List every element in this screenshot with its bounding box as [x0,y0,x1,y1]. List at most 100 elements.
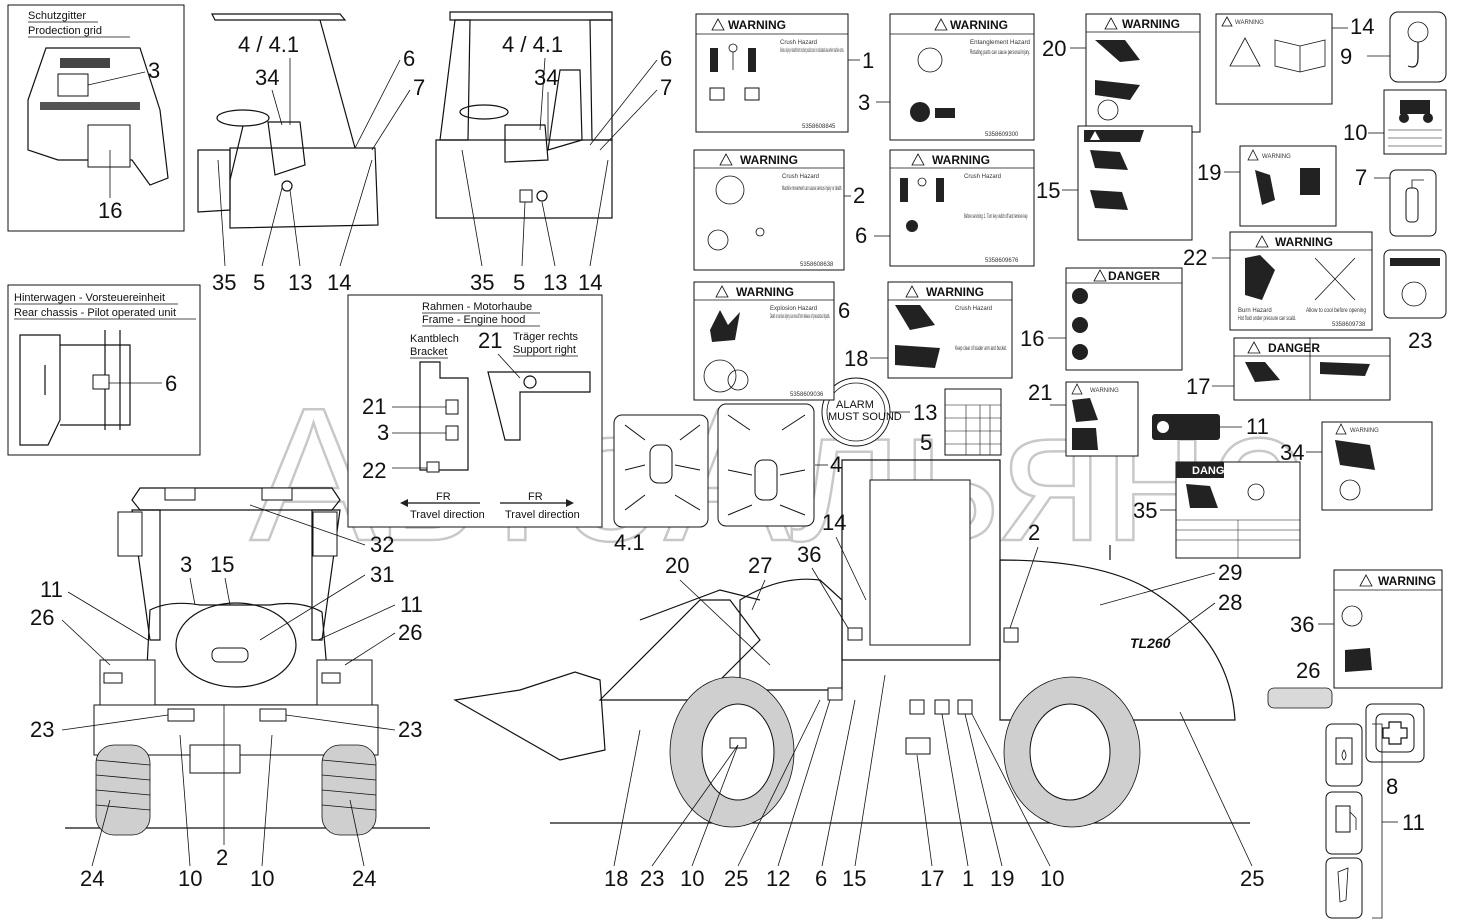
callout-10-front-left: 10 [178,866,202,891]
decal-16: 15 [1036,125,1193,241]
decal-6-body: Before servicing: 1. Turn key switch off… [964,214,1028,220]
callout-31: 31 [370,562,394,587]
callout-28: 28 [1218,590,1242,615]
callout-2: 2 [853,183,865,208]
decal-20: WARNING 19 [1197,145,1337,227]
callout-35-right: 35 [470,270,494,295]
callout-15: 14 [1350,14,1374,39]
decal-1-code: 5358608845 [802,124,836,130]
decal-23-body-2: Allow to cool before opening [1306,308,1366,314]
callout-22-frame: 21 [478,328,502,353]
callout-25-front-left: 24 [80,866,104,891]
callout-27-front-left: 26 [30,605,54,630]
panel-title-en: Prodection grid [28,25,102,37]
callout-18: 17 [1186,374,1210,399]
callout-14-right: 13 [543,270,567,295]
decal-24: 23 [1383,249,1447,353]
callout-4: 4 [830,452,842,477]
callout-21-decal: 20 [1042,36,1066,61]
support-label-de: Träger rechts [513,331,579,343]
decal-22: WARNING 21 [1028,380,1139,457]
decal-18: DANGER 17 [1186,337,1391,401]
callout-7-rear: 6 [165,371,177,396]
decal-35-header: DANGER [1192,465,1240,477]
callout-3: 3 [858,90,870,115]
decal-1-header: WARNING [728,18,786,32]
decal-19-header: WARNING [926,285,984,299]
decal-2-header: WARNING [740,153,798,167]
callout-34: 34 [1280,440,1304,465]
decal-23-body: Hot fluid under pressure can scald. [1238,316,1296,322]
callout-16-front: 15 [210,552,234,577]
callout-3-front: 3 [180,552,192,577]
support-label-en: Support right [513,344,576,356]
callout-24: 23 [1408,328,1432,353]
decal-23-header: WARNING [1275,235,1333,249]
cab-side-view-left: 4 / 4.1 34 6 7 35 5 13 14 [197,13,425,295]
callout-8-left: 6 [403,46,415,71]
decal-14: ALARM MUST SOUND 13 [821,377,937,447]
decal-6-title: Crush Hazard [964,174,1001,180]
callout-1-side: 1 [962,866,974,891]
callout-12-side: 12 [766,866,790,891]
callout-17: 16 [98,198,122,223]
frame-title-en: Frame - Engine hood [422,314,525,326]
callout-18-side: 17 [920,866,944,891]
callout-2-front: 2 [216,845,228,870]
callout-35: 35 [1133,498,1157,523]
decal-2-title: Crush Hazard [782,174,819,180]
decal-3-body: Rotating parts can cause personal injury… [970,50,1030,56]
callout-11-side: 10 [1040,866,1064,891]
decal-23: WARNING Burn Hazard Hot fluid under pres… [1183,231,1373,331]
callout-29: 27 [748,553,772,578]
decal-21-header: WARNING [1122,17,1180,31]
decal-17-header: DANGER [1108,269,1160,283]
decal-35: DANGER 35 [1133,461,1301,559]
callout-10-side: 10 [680,866,704,891]
callout-3-bracket: 3 [377,420,389,445]
callout-26-side-right: 25 [1240,866,1264,891]
decal-22-header: WARNING [1090,388,1119,394]
panel-rear-chassis: Hinterwagen - Vorsteuereinheit Rear chas… [7,284,201,456]
callout-24-front-right: 23 [398,717,422,742]
decal-7-header: WARNING [736,285,794,299]
decal-5: 5 [920,388,1002,456]
decal-7-body: Death or serious injury can result from … [770,314,830,320]
decal-18-header: DANGER [1268,341,1320,355]
callout-12: 11 [1246,414,1269,439]
travel-direction-2: Travel direction [505,509,580,521]
decal-12: 11 [1152,414,1269,440]
decal-4.1: 4.1 [613,414,709,555]
callout-7: 6 [838,298,850,323]
callout-1: 1 [862,48,874,73]
panel-frame-engine-hood: Rahmen - Motorhaube Frame - Engine hood … [347,294,603,528]
callout-36-side: 36 [797,542,821,567]
callout-5: 5 [920,430,932,455]
model-badge: TL260 [1130,635,1171,651]
callout-9: 8 [1386,774,1398,799]
decal-23-code: 5358609738 [1332,322,1366,328]
callout-16-side: 15 [842,866,866,891]
decal-17: DANGER 16 [1020,267,1183,371]
callout-36: 36 [1290,612,1314,637]
callout-32: 32 [370,532,394,557]
callout-22-bracket: 21 [362,394,386,419]
callout-24-front-left: 23 [30,717,54,742]
alarm-text-2: MUST SOUND [828,411,902,423]
decal-36-header: WARNING [1378,574,1436,588]
decal-2-code: 5358608638 [800,262,834,268]
panel-title-de: Schutzgitter [28,10,86,22]
fr-label-2: FR [528,491,543,503]
loader-side-view: TL260 20 27 36 14 2 29 28 18 23 10 25 12 [453,459,1264,891]
callout-21: 20 [665,553,689,578]
callout-16: 15 [1036,178,1060,203]
callout-10: 9 [1340,44,1352,69]
callout-6: 6 [855,223,867,248]
decal-7-title: Explosion Hazard [770,306,817,312]
callout-23: 22 [1183,245,1207,270]
decal-34: WARNING 34 [1280,421,1433,511]
decal-10: 9 [1340,11,1447,83]
callout-30: 29 [1218,560,1242,585]
decal-15-header: WARNING [1235,20,1264,26]
